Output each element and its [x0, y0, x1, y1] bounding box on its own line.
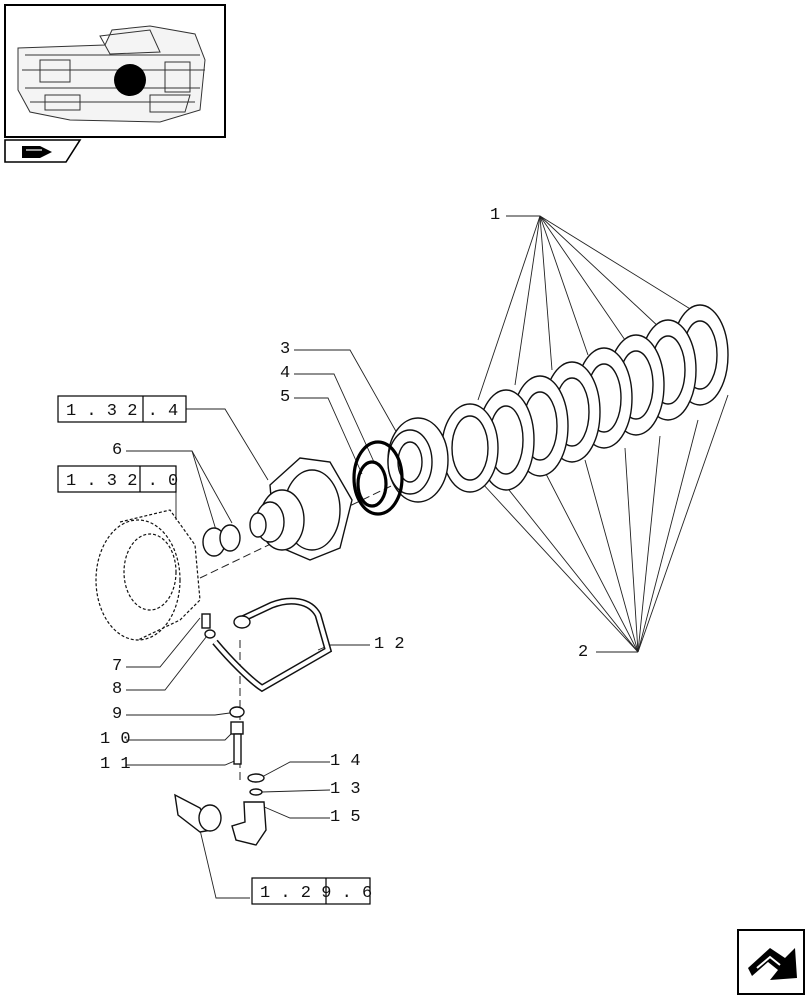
- oil-pipe: [212, 597, 333, 693]
- callout-2: 2: [578, 643, 588, 662]
- reference-label: 1 . 3 2 . 4: [66, 402, 178, 421]
- piston-part: [387, 417, 449, 503]
- next-page-arrow-icon[interactable]: [737, 929, 805, 995]
- o-rings: [202, 524, 241, 557]
- clutch-hub: [249, 457, 353, 561]
- callout-4: 4: [280, 364, 290, 383]
- callout-14: 1 4: [330, 752, 361, 771]
- callout-10: 1 0: [100, 730, 131, 749]
- seal-rings: [352, 440, 404, 516]
- callout-8: 8: [112, 680, 122, 699]
- callout-5: 5: [280, 388, 290, 407]
- callout-11: 1 1: [100, 755, 131, 774]
- callout-12: 1 2: [374, 635, 405, 654]
- callout-3: 3: [280, 340, 290, 359]
- callout-13: 1 3: [330, 780, 361, 799]
- reference-box-1-32-0[interactable]: 1 . 3 2 . 0: [57, 465, 178, 493]
- callout-6: 6: [112, 441, 122, 460]
- callout-labels: 1 2 3 4 5 6 7 8 9 1 0 1 1 1 2 1 3 1 4 1 …: [100, 206, 588, 827]
- reference-label: 1 . 3 2 . 0: [66, 472, 178, 491]
- callout-7: 7: [112, 657, 122, 676]
- thumbnail-overview[interactable]: [4, 4, 226, 138]
- fittings: [174, 613, 267, 846]
- book-arrow-icon[interactable]: [4, 139, 82, 163]
- callout-9: 9: [112, 705, 122, 724]
- housing-phantom: [95, 509, 201, 641]
- callout-15: 1 5: [330, 808, 361, 827]
- reference-label: 1 . 2 9 . 6: [260, 884, 372, 903]
- clutch-disc-pack: [441, 304, 729, 493]
- reference-box-1-32-4[interactable]: 1 . 3 2 . 4: [57, 395, 187, 423]
- callout-1: 1: [490, 206, 500, 225]
- leader-lines: [126, 215, 729, 899]
- reference-box-1-29-6[interactable]: 1 . 2 9 . 6: [251, 877, 372, 905]
